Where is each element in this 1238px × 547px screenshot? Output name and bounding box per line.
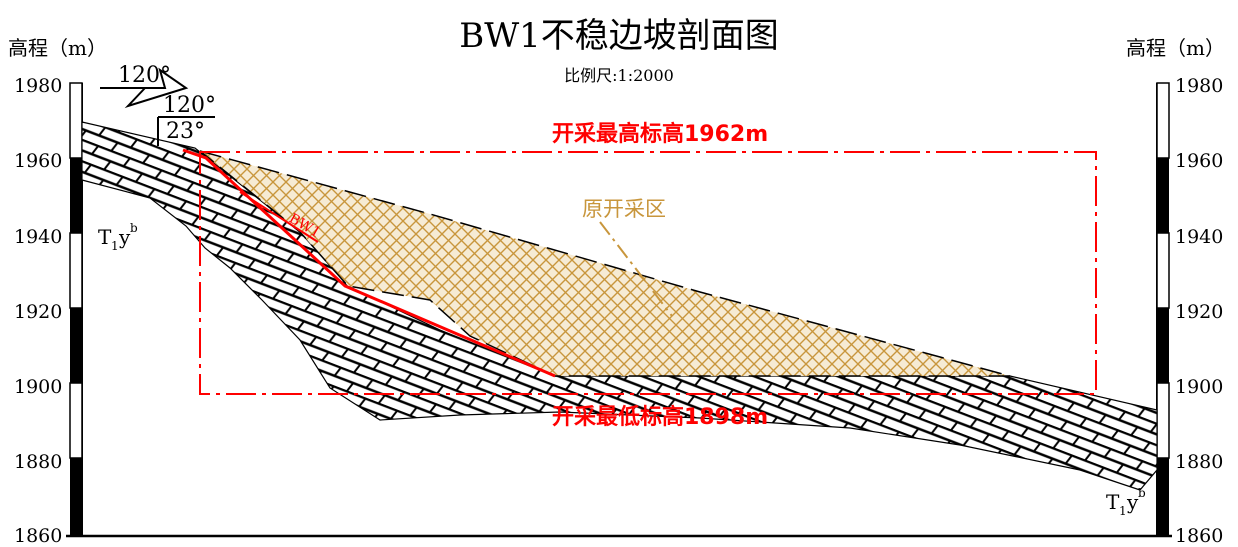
tick-right-1980: 1980 (1175, 75, 1224, 97)
elevation-header-left: 高程（m） (8, 36, 107, 60)
svg-text:1: 1 (111, 239, 119, 253)
tick-left-1860: 1860 (14, 525, 63, 547)
tick-left-1900: 1900 (14, 376, 63, 398)
right-scale-bar (1156, 82, 1170, 536)
elevation-header-right: 高程（m） (1126, 36, 1225, 60)
old-area-leader-line (599, 221, 673, 317)
scale-label: 比例尺:1:2000 (564, 66, 674, 85)
tick-left-1980: 1980 (14, 75, 63, 97)
tick-left-1880: 1880 (14, 451, 63, 473)
rock-unit-label-left: T 1 y b (98, 221, 138, 253)
max-elevation-label: 开采最高标高1962m (552, 121, 768, 147)
svg-text:T: T (1106, 490, 1120, 514)
svg-text:1: 1 (1119, 504, 1127, 518)
tick-left-1960: 1960 (14, 150, 63, 172)
old-mining-area-label: 原开采区 (582, 197, 666, 221)
tick-left-1920: 1920 (14, 301, 63, 323)
tick-right-1960: 1960 (1175, 150, 1224, 172)
bw1-pointer (239, 191, 319, 243)
rock-mass (81, 121, 1158, 491)
tick-right-1940: 1940 (1175, 226, 1224, 248)
dip-angle-label: 23° (166, 119, 205, 144)
tick-right-1860: 1860 (1175, 525, 1224, 547)
min-elevation-label: 开采最低标高1898m (552, 404, 768, 430)
old-mining-area (199, 150, 1011, 377)
svg-text:b: b (1138, 486, 1146, 500)
angle-label-top: 120° (118, 63, 171, 88)
tick-right-1900: 1900 (1175, 376, 1224, 398)
svg-text:y: y (118, 225, 131, 249)
failure-surface-line (182, 148, 556, 378)
angle-label-mid: 120° (163, 93, 216, 118)
strike-dip-symbol (100, 67, 215, 146)
tick-right-1880: 1880 (1175, 451, 1224, 473)
left-scale-bar (69, 82, 83, 536)
diagram-title: BW1不稳边坡剖面图 (459, 16, 779, 56)
svg-text:y: y (1126, 490, 1139, 514)
tick-left-1940: 1940 (14, 226, 63, 248)
svg-text:b: b (130, 221, 138, 235)
tick-right-1920: 1920 (1175, 301, 1224, 323)
rock-unit-label-right: T 1 y b (1106, 486, 1146, 518)
svg-text:T: T (98, 225, 112, 249)
mining-limit-boundary (199, 151, 1097, 395)
